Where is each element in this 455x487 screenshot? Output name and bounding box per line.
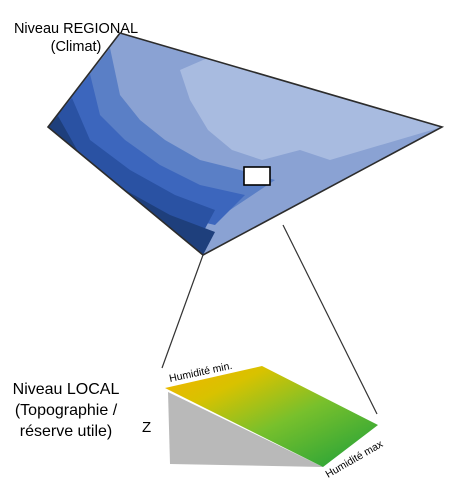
zoom-line-right: [282, 224, 378, 415]
slope-side-face: [168, 392, 323, 467]
local-subtitle-1: (Topographie /: [14, 401, 118, 419]
band-darkest: [48, 116, 215, 255]
local-subtitle-2: réserve utile): [19, 422, 113, 440]
local-zoom-box: [243, 166, 271, 186]
regional-subtitle: (Climat): [50, 39, 102, 56]
band-mid: [48, 74, 245, 225]
regional-map-outline: [46, 32, 445, 256]
regional-climate-map: [48, 33, 442, 255]
local-level-label: Niveau LOCAL (Topographie / réserve util…: [0, 380, 132, 442]
band-lightest: [48, 33, 442, 255]
band-light-2: [48, 48, 275, 210]
z-axis-label: Z: [142, 419, 152, 436]
local-title: Niveau LOCAL: [12, 381, 120, 398]
slope-top-face: [165, 366, 378, 467]
zoom-line-left: [161, 254, 204, 369]
band-dark: [48, 98, 215, 238]
regional-title: Niveau REGIONAL: [13, 21, 139, 37]
regional-level-label: Niveau REGIONAL (Climat): [0, 20, 152, 56]
local-slope-block: [165, 366, 378, 467]
